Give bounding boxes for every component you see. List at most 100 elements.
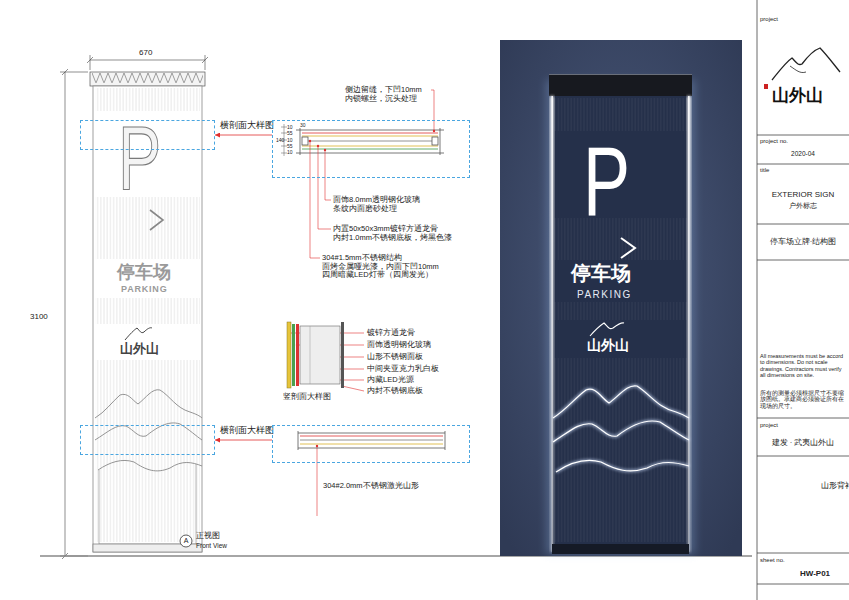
bottom-section-detail [298,431,445,450]
night-render [553,386,689,418]
leader-lines [290,90,434,516]
annotation: 面饰8.0mm透明钢化玻璃 条纹内面磨砂处理 [333,196,433,213]
night-render [553,386,689,418]
leader-lines [431,90,434,131]
front-view-sign [95,390,202,418]
cross-section-detail [302,136,438,137]
view-title: 竖剖面大样图 [283,393,331,402]
title-block-lines [757,0,758,600]
night-render [552,544,689,554]
vertical-section-detail [300,326,340,384]
leader-dots [324,149,326,151]
night-render [552,96,689,552]
view-marker: A [184,537,189,544]
field-label: sheet no. [760,557,785,564]
annotation: 镀锌方通龙骨 [367,329,415,338]
dimension-lines [62,69,68,75]
vertical-section-detail [296,324,299,386]
title-block-lines [757,224,849,225]
dimension-lines [90,55,91,70]
sign-text: PARKING [121,284,167,294]
night-render [553,421,689,442]
dimension: 3100 [30,312,48,321]
front-view-sign [92,73,203,85]
title-block-lines [757,553,849,554]
sign-letter: P [118,113,161,203]
section-callout: 横剖面大样图 [80,425,215,455]
leader-lines [325,150,331,200]
leader-dots [309,140,311,142]
front-view-sign [90,72,205,86]
dimension: 670 [139,48,152,57]
sign-text: 停车场 [117,262,171,283]
title-block-lines [757,0,849,600]
annotation: 304#1.5mm不锈钢结构 面烤金属哑光漆，内面下凹10mm 四周暗藏LED灯… [322,254,457,280]
front-view-sign [99,464,196,544]
night-render [553,421,689,442]
bottom-section-detail [300,444,443,445]
cross-section-detail [308,141,432,142]
dimension: 10 [287,150,293,156]
field-value: HW-P01 [800,569,830,578]
annotation: 内藏LED光源 [367,376,414,385]
title-logo-mark [790,66,806,73]
front-view-sign [125,328,152,340]
dimension: 55 [287,131,293,137]
bottom-section-detail [298,431,445,450]
field-value: EXTERIOR SIGN [757,190,849,199]
dimension: 30 [300,123,306,129]
dimension: 55 [287,144,293,150]
cross-section-detail [300,130,440,131]
dimension-lines [60,72,88,73]
field-value: 停车场立牌·结构图 [757,238,849,247]
night-render [554,358,687,542]
night-render [556,460,689,472]
detail-callout: 301055140105510 [272,120,470,178]
title-logo-mark [764,48,840,89]
front-view-sign [95,88,200,111]
section-callout: 横剖面大样图 [80,120,215,150]
note: All measurements must be accord to dimen… [760,353,844,378]
title-logo-mark [772,48,840,80]
cross-section-detail [281,124,444,156]
bottom-section-detail [300,440,443,441]
leader-dots [317,145,319,147]
callout-title: 横剖面大样图 [220,426,274,435]
night-render [553,386,689,472]
front-view-sign [93,86,202,552]
field-value: 2020-04 [757,150,849,157]
night-render [553,386,689,472]
field-label: project [760,16,778,23]
callout-title: 横剖面大样图 [220,121,274,130]
leader-lines [310,141,320,258]
vertical-section-detail [287,322,291,388]
title-logo-mark [764,84,768,89]
cross-section-detail [302,137,308,145]
leader-dots [316,445,318,447]
cross-section-detail [432,137,438,145]
sign-letter: P [583,132,630,230]
dimension-lines [87,57,93,63]
title-block-lines [757,164,849,165]
annotation: 面饰透明钢化玻璃 [367,341,431,350]
annotation: 304#2.0mm不锈钢激光山形 山形背衬8.0mm厚亚克力乳白板 内藏LED光… [323,482,453,490]
detail-callout: 304#2.0mm不锈钢激光山形 山形背衬8.0mm厚亚克力乳白板 内藏LED光… [272,425,470,463]
night-render [687,96,691,552]
field-label: project [760,422,778,429]
leader-dots [433,130,435,132]
night-render [554,302,687,320]
night-render [552,96,554,552]
annotation: 内置50x50x3mm镀锌方通龙骨 内封1.0mm不锈钢底板，烤黑色漆 [333,225,455,242]
sign-text: PARKING [577,289,632,301]
dimension: 140 [276,138,284,144]
section-arrow [215,440,272,441]
bottom-section-detail [298,433,445,434]
night-render [621,238,635,258]
dimension-lines [60,55,208,559]
title-block-lines [757,260,849,261]
logo-text: 山外山 [587,338,629,354]
logo-text: 山外山 [120,342,159,357]
